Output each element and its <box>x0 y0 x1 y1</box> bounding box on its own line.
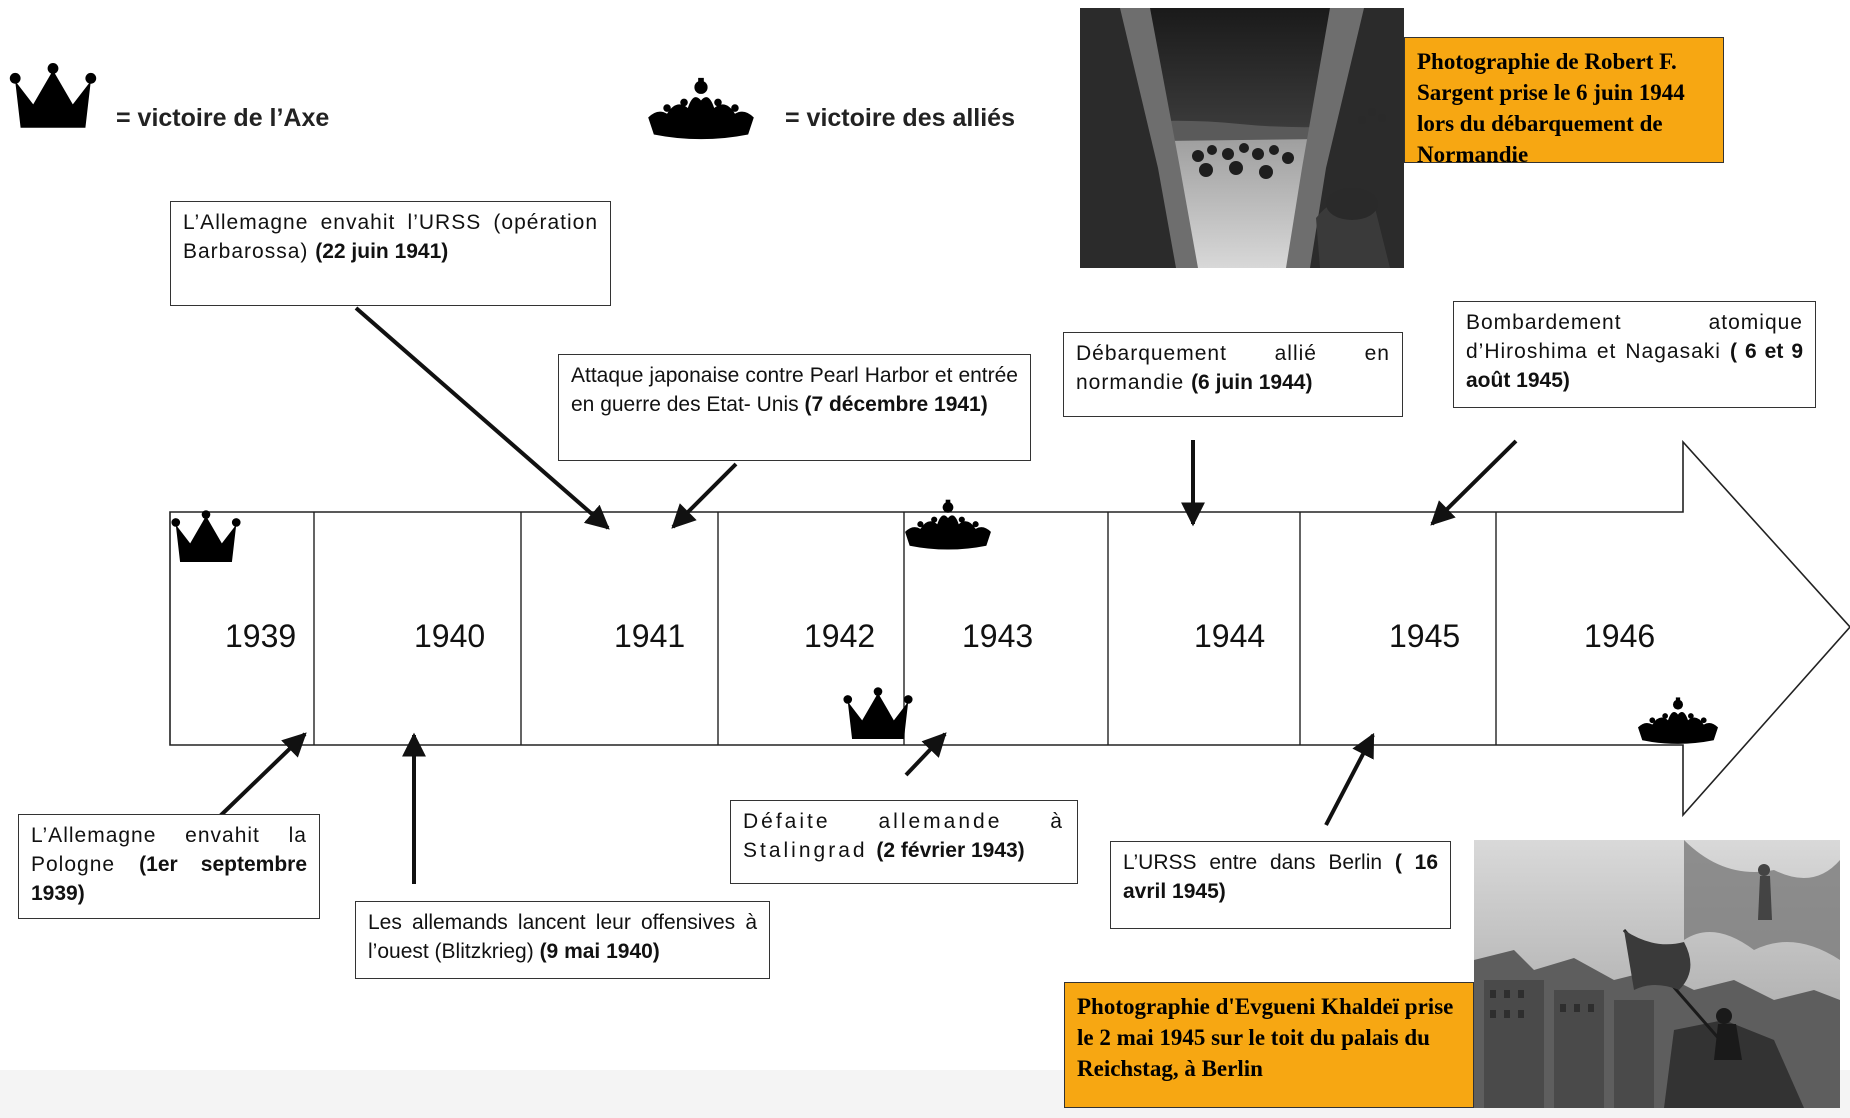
event-date: (2 février 1943) <box>876 839 1025 862</box>
year-label-1943: 1943 <box>962 618 1033 654</box>
arrow-berlin <box>1324 732 1375 826</box>
year-label-1941: 1941 <box>614 618 685 654</box>
year-dividers <box>313 512 1497 745</box>
event-berlin: L’URSS entre dans Berlin ( 16 avril 1945… <box>1110 841 1451 929</box>
event-normandie: Débarquement allié en normandie (6 juin … <box>1063 332 1403 417</box>
event-text: L’URSS entre dans Berlin <box>1123 851 1395 874</box>
event-text: Débarquement allié en normandie <box>1076 342 1390 394</box>
event-text: L’Allemagne envahit l’URSS (opération Ba… <box>183 211 598 263</box>
arrow-pologne <box>216 732 307 820</box>
event-arrows <box>216 306 1518 884</box>
event-text: L’Allemagne envahit la Pologne <box>31 824 307 876</box>
event-text: Attaque japonaise contre Pearl Harbor et… <box>571 364 1018 416</box>
event-text: Bombardement atomique d’Hiroshima et Nag… <box>1466 311 1803 363</box>
arrow-stalingrad <box>904 732 947 777</box>
event-blitzkrieg: Les allemands lancent leur offensives à … <box>355 901 770 979</box>
event-date: ( 6 et 9 août 1945) <box>1466 340 1803 392</box>
event-date: (1er septembre 1939) <box>31 853 307 905</box>
event-date: ( 16 avril 1945) <box>1123 851 1438 903</box>
year-label-1940: 1940 <box>414 618 485 654</box>
event-stalingrad: Défaite allemande à Stalingrad (2 févrie… <box>730 800 1078 884</box>
arrow-barbarossa <box>354 306 610 530</box>
event-text: Les allemands lancent leur offensives à … <box>368 911 757 963</box>
caption-sargent-photo: Photographie de Robert F. Sargent prise … <box>1404 37 1724 167</box>
event-barbarossa: L’Allemagne envahit l’URSS (opération Ba… <box>170 201 611 306</box>
photo-debarquement-normandie <box>1080 8 1404 268</box>
event-text: Défaite allemande à Stalingrad <box>743 810 1065 862</box>
event-date: (9 mai 1940) <box>539 940 660 963</box>
caption-khaldei-photo: Photographie d'Evgueni Khaldeï prise le … <box>1064 982 1474 1108</box>
event-pologne: L’Allemagne envahit la Pologne (1er sept… <box>18 814 320 919</box>
year-label-1946: 1946 <box>1584 618 1655 654</box>
arrow-hiroshima <box>1430 439 1518 526</box>
year-label-1945: 1945 <box>1389 618 1460 654</box>
legend-axis-label: = victoire de l’Axe <box>116 104 330 132</box>
legend-allied-label: = victoire des alliés <box>785 104 1015 132</box>
event-date: (7 décembre 1941) <box>804 393 988 416</box>
axis-crown-icon <box>9 63 97 128</box>
photo-reichstag-berlin <box>1474 840 1840 1108</box>
event-date: (6 juin 1944) <box>1191 371 1313 394</box>
event-date: (22 juin 1941) <box>315 240 449 263</box>
event-hiroshima: Bombardement atomique d’Hiroshima et Nag… <box>1453 301 1816 408</box>
year-label-1939: 1939 <box>225 618 296 654</box>
year-label-1942: 1942 <box>804 618 875 654</box>
allied-crown-icon <box>905 499 991 550</box>
arrow-pearl-harbor <box>671 462 738 529</box>
allied-crown-icon <box>648 77 754 140</box>
event-pearl-harbor: Attaque japonaise contre Pearl Harbor et… <box>558 354 1031 461</box>
year-label-1944: 1944 <box>1194 618 1265 654</box>
